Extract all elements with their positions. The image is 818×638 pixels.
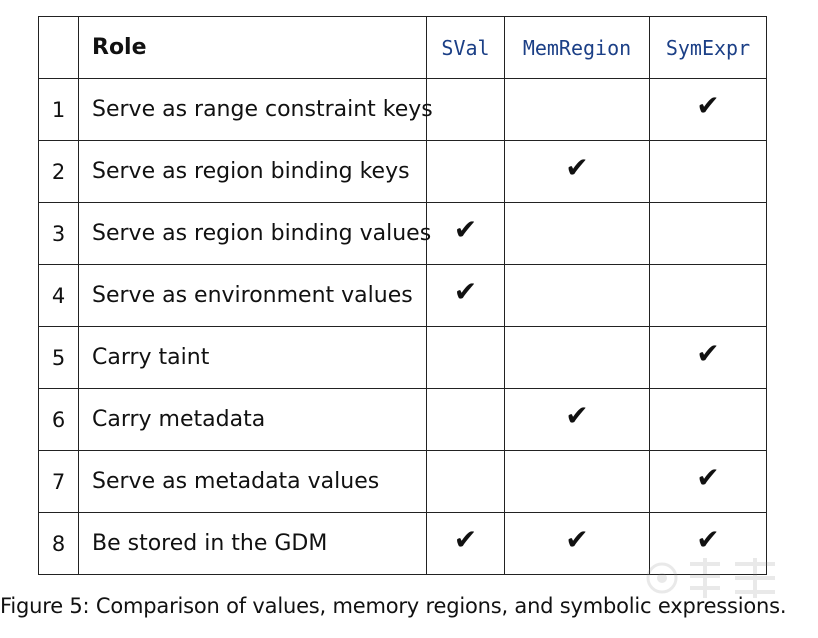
memregion-cell: ✔ — [504, 388, 650, 451]
check-icon: ✔ — [696, 460, 720, 494]
check-icon: ✔ — [453, 212, 478, 246]
table-row: 1 Serve as range constraint keys ✔ — [38, 78, 767, 141]
row-number: 1 — [38, 78, 79, 141]
header-role: Role — [78, 16, 427, 79]
check-icon: ✔ — [565, 398, 589, 432]
row-role: Be stored in the GDM — [78, 512, 427, 575]
sval-cell — [426, 326, 505, 389]
sval-cell — [426, 140, 505, 203]
table-row: 3 Serve as region binding values ✔ — [38, 202, 767, 265]
row-role: Serve as region binding values — [78, 202, 431, 265]
memregion-cell — [504, 202, 650, 265]
row-number: 4 — [38, 264, 79, 327]
sval-cell: ✔ — [426, 512, 505, 575]
check-icon: ✔ — [565, 522, 589, 556]
symexpr-cell — [649, 140, 767, 203]
symexpr-cell — [649, 388, 767, 451]
check-icon: ✔ — [696, 336, 720, 370]
memregion-cell — [504, 78, 650, 141]
figure-caption: Figure 5: Comparison of values, memory r… — [0, 594, 787, 618]
row-role: Serve as region binding keys — [78, 140, 427, 203]
memregion-cell — [504, 326, 650, 389]
table-row: 4 Serve as environment values ✔ — [38, 264, 767, 327]
table-row: 6 Carry metadata ✔ — [38, 388, 767, 451]
header-sval: SVal — [426, 16, 505, 79]
memregion-cell: ✔ — [504, 512, 650, 575]
memregion-cell — [504, 264, 650, 327]
comparison-table: Role SVal MemRegion SymExpr 1 Serve as r… — [38, 16, 767, 575]
sval-cell — [426, 450, 505, 513]
table-row: 8 Be stored in the GDM ✔ ✔ ✔ — [38, 512, 767, 575]
sval-cell — [426, 78, 505, 141]
table-row: 7 Serve as metadata values ✔ — [38, 450, 767, 513]
check-icon: ✔ — [696, 88, 720, 122]
symexpr-cell: ✔ — [649, 450, 767, 513]
check-icon: ✔ — [453, 522, 478, 556]
row-number: 7 — [38, 450, 79, 513]
header-memregion: MemRegion — [504, 16, 650, 79]
row-role: Carry metadata — [78, 388, 427, 451]
row-number: 3 — [38, 202, 79, 265]
memregion-cell: ✔ — [504, 140, 650, 203]
row-number: 5 — [38, 326, 79, 389]
symexpr-cell — [649, 202, 767, 265]
sval-cell — [426, 388, 505, 451]
sval-cell: ✔ — [426, 202, 505, 265]
table-row: 2 Serve as region binding keys ✔ — [38, 140, 767, 203]
comparison-table-container: Role SVal MemRegion SymExpr 1 Serve as r… — [38, 16, 767, 575]
symexpr-cell: ✔ — [649, 326, 767, 389]
check-icon: ✔ — [565, 150, 589, 184]
memregion-cell — [504, 450, 650, 513]
row-number: 8 — [38, 512, 79, 575]
check-icon: ✔ — [453, 274, 478, 308]
symexpr-cell — [649, 264, 767, 327]
row-role: Carry taint — [78, 326, 427, 389]
row-role: Serve as environment values — [78, 264, 427, 327]
row-role: Serve as metadata values — [78, 450, 427, 513]
check-icon: ✔ — [696, 522, 720, 556]
symexpr-cell: ✔ — [649, 512, 767, 575]
sval-cell: ✔ — [426, 264, 505, 327]
header-symexpr: SymExpr — [649, 16, 767, 79]
row-role: Serve as range constraint keys — [78, 78, 433, 141]
header-num — [38, 16, 79, 79]
row-number: 6 — [38, 388, 79, 451]
row-number: 2 — [38, 140, 79, 203]
table-header-row: Role SVal MemRegion SymExpr — [38, 16, 767, 79]
table-row: 5 Carry taint ✔ — [38, 326, 767, 389]
symexpr-cell: ✔ — [649, 78, 767, 141]
